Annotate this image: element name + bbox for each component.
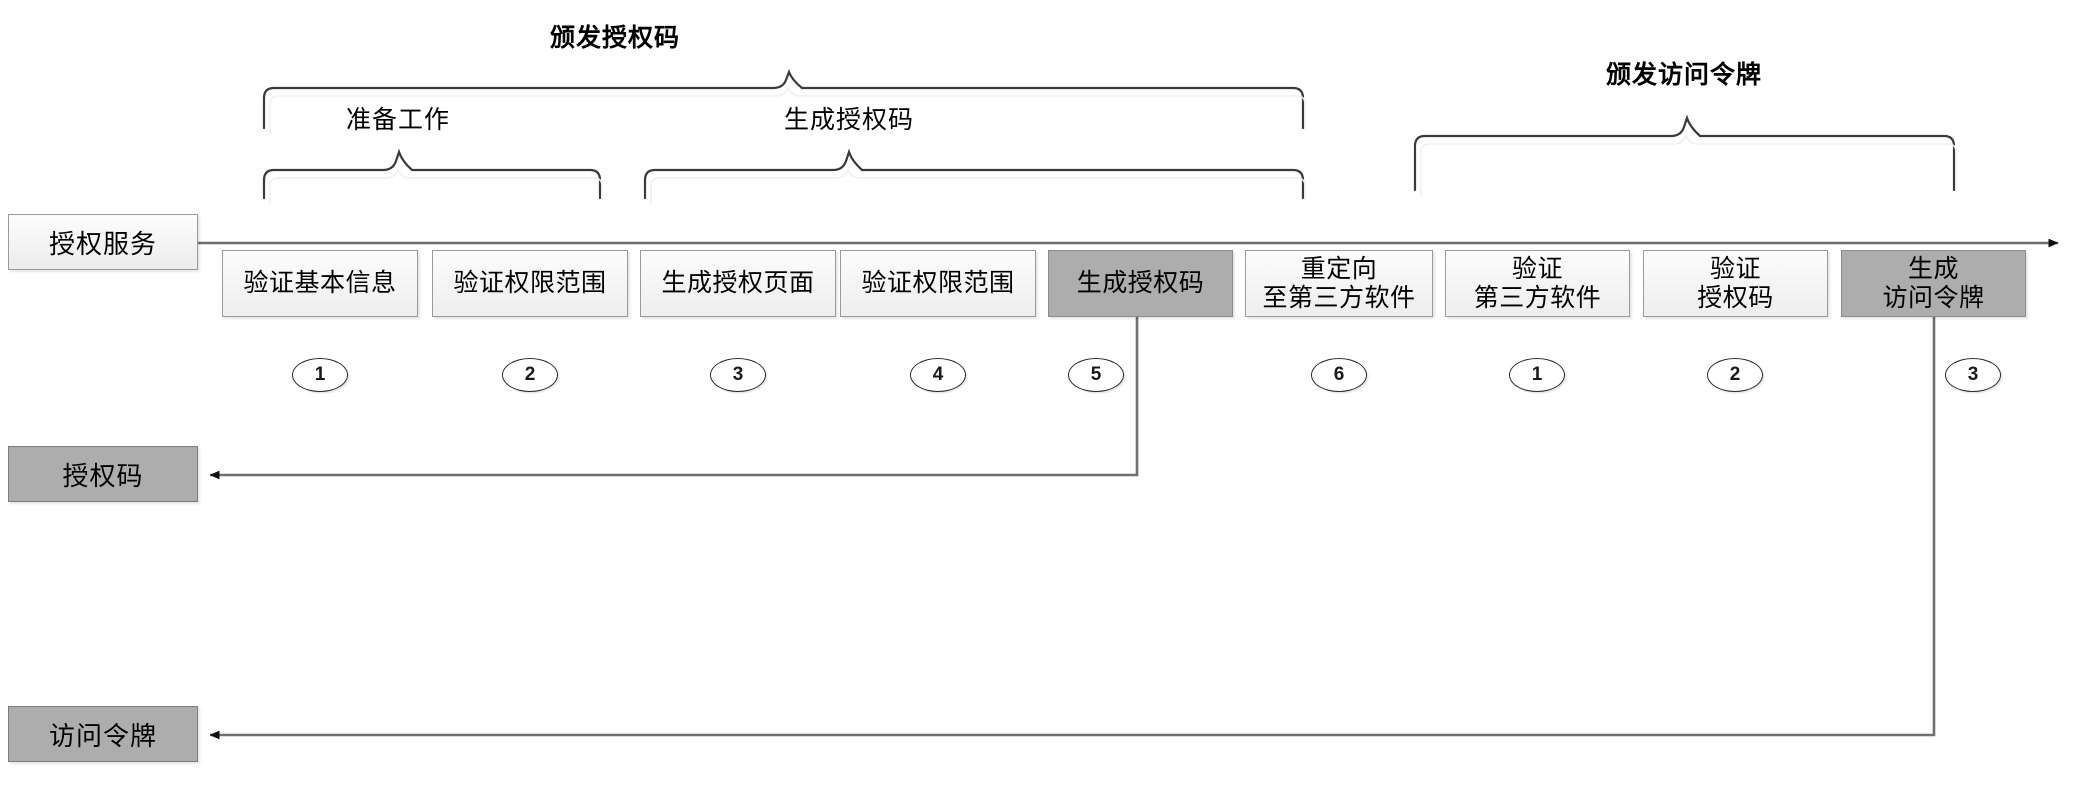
step-number-7: 1 bbox=[1509, 358, 1565, 392]
group-label-issue-auth-code: 颁发授权码 bbox=[549, 24, 681, 52]
step-box-verify-third-party[interactable]: 验证 第三方软件 bbox=[1445, 250, 1630, 317]
brace-preparation bbox=[262, 148, 603, 203]
brace-generate-auth-code bbox=[643, 148, 1306, 203]
step-box-generate-access-token[interactable]: 生成 访问令牌 bbox=[1841, 250, 2026, 317]
step-number-9: 3 bbox=[1945, 358, 2001, 392]
step-number-5: 5 bbox=[1068, 358, 1124, 392]
lane-label-access-token[interactable]: 访问令牌 bbox=[8, 706, 198, 762]
step-number-6: 6 bbox=[1311, 358, 1367, 392]
step-box-verify-permission-scope-1[interactable]: 验证权限范围 bbox=[432, 250, 628, 317]
group-label-generate-auth-code: 生成授权码 bbox=[783, 106, 915, 134]
connector-access-token bbox=[209, 255, 1936, 740]
lane-label-auth-code[interactable]: 授权码 bbox=[8, 446, 198, 502]
step-number-4: 4 bbox=[910, 358, 966, 392]
step-box-verify-permission-scope-2[interactable]: 验证权限范围 bbox=[840, 250, 1036, 317]
brace-issue-access-token bbox=[1413, 114, 1957, 195]
group-label-issue-access-token: 颁发访问令牌 bbox=[1605, 61, 1763, 89]
step-number-1: 1 bbox=[292, 358, 348, 392]
step-number-8: 2 bbox=[1707, 358, 1763, 392]
lane-label-auth-code-text: 授权码 bbox=[62, 460, 144, 491]
group-label-preparation: 准备工作 bbox=[345, 106, 451, 134]
step-box-verify-auth-code[interactable]: 验证 授权码 bbox=[1643, 250, 1828, 317]
step-box-generate-auth-page[interactable]: 生成授权页面 bbox=[640, 250, 836, 317]
step-box-generate-auth-code[interactable]: 生成授权码 bbox=[1048, 250, 1233, 317]
step-box-redirect-to-third-party[interactable]: 重定向 至第三方软件 bbox=[1245, 250, 1433, 317]
step-number-2: 2 bbox=[502, 358, 558, 392]
step-box-verify-basic-info[interactable]: 验证基本信息 bbox=[222, 250, 418, 317]
lane-label-auth-service-text: 授权服务 bbox=[48, 228, 157, 259]
lane-label-auth-service[interactable]: 授权服务 bbox=[8, 214, 198, 270]
step-number-3: 3 bbox=[710, 358, 766, 392]
lane-label-access-token-text: 访问令牌 bbox=[48, 720, 157, 751]
